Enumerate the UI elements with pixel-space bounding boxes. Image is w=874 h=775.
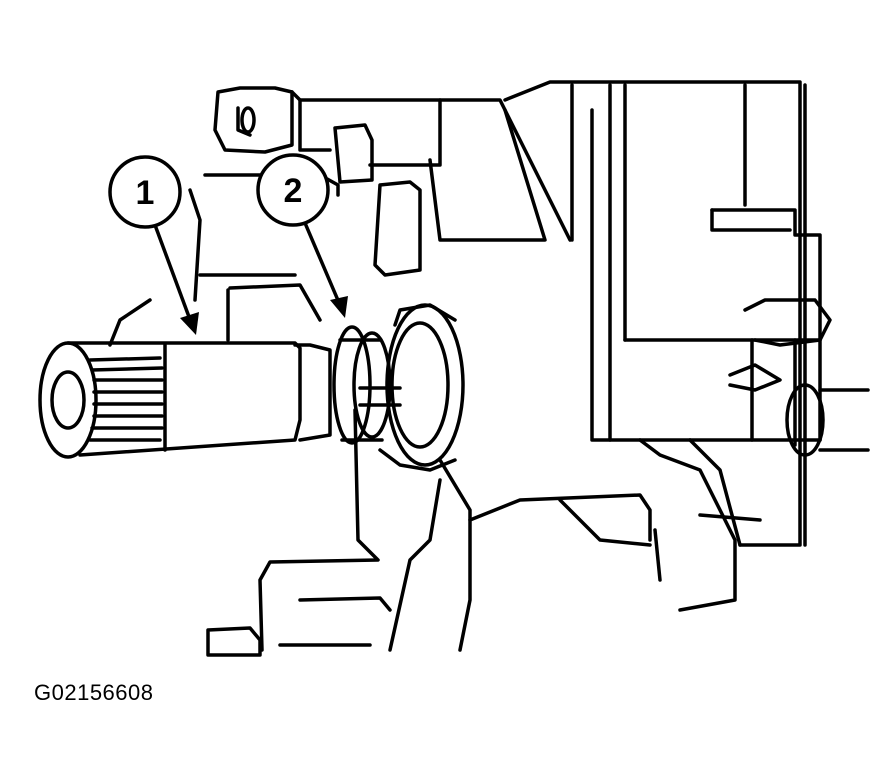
callout-2: 2	[256, 153, 348, 318]
figure-id: G02156608	[34, 680, 154, 705]
callout-2-number: 2	[284, 172, 303, 210]
callout-2-leader	[303, 222, 342, 306]
callout-1: 1	[108, 155, 199, 335]
callout-2-circle	[256, 153, 330, 227]
callout-1-circle	[108, 155, 182, 229]
callout-1-arrowhead	[180, 312, 199, 335]
callout-1-number: 1	[136, 174, 155, 212]
callout-2-arrowhead	[330, 296, 348, 318]
callout-1-leader	[153, 224, 194, 326]
housing-illustration	[38, 80, 870, 657]
transmission-shaft-diagram: 1 2	[38, 80, 870, 657]
